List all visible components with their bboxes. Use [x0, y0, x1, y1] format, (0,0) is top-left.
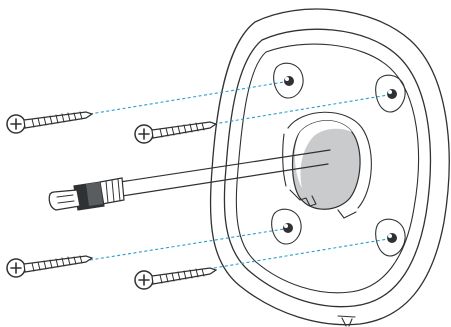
screw-4: [134, 267, 218, 290]
cable-hole: [282, 111, 372, 219]
usb-c-cable: [48, 149, 331, 211]
hole-bottom-right: [375, 218, 406, 257]
hole-top-left: [273, 62, 304, 99]
screw-3: [6, 255, 94, 278]
hole-top-right: [375, 74, 406, 113]
hole-bottom-left: [271, 208, 302, 245]
mounting-plate: [209, 8, 450, 327]
screw-1: [6, 111, 94, 134]
dashed-alignment-lines: [89, 81, 389, 269]
screw-2: [134, 121, 218, 144]
